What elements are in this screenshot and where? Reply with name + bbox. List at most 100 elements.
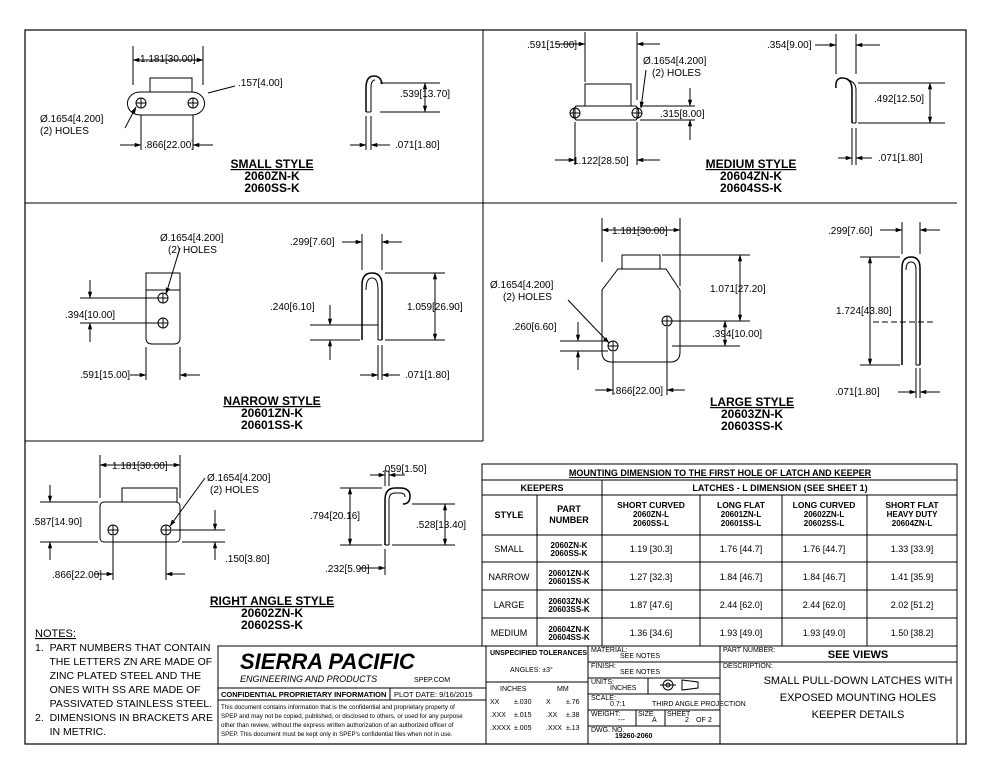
- large-dim-holes-v: .394[10.00]: [712, 329, 762, 340]
- large-dim-hook: .299[7.60]: [828, 226, 873, 237]
- small-dim-gauge: .071[1.80]: [395, 140, 440, 151]
- medium-pn-ss: 20604SS-K: [720, 181, 782, 195]
- notes-line: ZINC PLATED STEEL AND THE: [35, 670, 201, 682]
- large-dim-side: 1.724[43.80]: [836, 306, 892, 317]
- narrow-hole-dim: Ø.1654[4.200]: [160, 233, 224, 244]
- large-dim-holes-h: .866[22.00]: [613, 386, 663, 397]
- table-cell: 1.27 [32.3]: [630, 572, 673, 582]
- ra-dim-leg: .528[13.40]: [416, 520, 466, 531]
- tolerance-angles: ANGLES: ±3°: [510, 666, 553, 674]
- tolerance-inches: INCHES: [500, 686, 527, 693]
- company-name: SIERRA PACIFIC: [240, 649, 416, 674]
- table-cell: 1.36 [34.6]: [630, 628, 673, 638]
- material-value: SEE NOTES: [620, 653, 660, 660]
- small-hole-dim: Ø.1654[4.200]: [40, 114, 104, 125]
- mounting-table: [481, 463, 958, 647]
- table-cell: 1.76 [44.7]: [720, 544, 763, 554]
- sheet-label: SHEET: [667, 711, 691, 718]
- table-col-header: SHORT CURVED: [617, 500, 685, 510]
- table-cell: 2.44 [62.0]: [720, 600, 763, 610]
- narrow-pn-ss: 20601SS-K: [241, 418, 303, 432]
- notes-line: THE LETTERS ZN ARE MADE OF: [35, 656, 212, 668]
- table-col-header: 20601ZN-L: [721, 510, 762, 519]
- table-part-header: PART: [557, 504, 581, 514]
- large-hole-count: (2) HOLES: [503, 292, 552, 303]
- table-col-header: LONG CURVED: [793, 500, 856, 510]
- table-row-pn: 20603ZN-K: [548, 597, 590, 606]
- table-cell: 1.50 [38.2]: [891, 628, 934, 638]
- large-style-title: LARGE STYLE: [710, 395, 794, 409]
- legal-line: This document contains information that …: [221, 704, 455, 711]
- right-angle-style-view: [40, 455, 455, 580]
- legal-notice: This document contains information that …: [221, 704, 463, 738]
- table-cell: 2.02 [51.2]: [891, 600, 934, 610]
- tol-value: ±.005: [514, 725, 532, 732]
- table-row-pn: 2060SS-K: [551, 549, 588, 558]
- small-dim-height: .539[13.70]: [400, 89, 450, 100]
- medium-pn-zn: 20604ZN-K: [720, 169, 782, 183]
- table-row-pn: 20601SS-K: [548, 577, 590, 586]
- table-col-header: HEAVY DUTY: [887, 510, 938, 519]
- tol-format: X: [546, 699, 551, 706]
- units-value: INCHES: [610, 685, 637, 692]
- table-cell: 2.44 [62.0]: [803, 600, 846, 610]
- size-label: SIZE: [638, 711, 654, 718]
- tol-value: ±.38: [566, 712, 580, 719]
- notes-line: 2. DIMENSIONS IN BRACKETS ARE: [35, 712, 213, 724]
- large-dim-width: 1.181[30.00]: [612, 226, 668, 237]
- tol-value: ±.76: [566, 699, 580, 706]
- narrow-dim-gauge: .071[1.80]: [405, 370, 450, 381]
- table-col-header: 20602SS-L: [804, 519, 845, 528]
- tol-format: .XX: [546, 712, 558, 719]
- tol-format: XX: [490, 699, 500, 706]
- ra-style-title: RIGHT ANGLE STYLE: [210, 594, 334, 608]
- large-pn-zn: 20603ZN-K: [721, 407, 783, 421]
- narrow-dim-hook: .299[7.60]: [290, 237, 335, 248]
- part-number-value: SEE VIEWS: [828, 649, 889, 661]
- dwg-label: DWG. NO.: [591, 727, 624, 734]
- title-block: [217, 645, 958, 745]
- material-label: MATERIAL:: [591, 647, 627, 654]
- small-dim-thick: .157[4.00]: [238, 78, 283, 89]
- narrow-hole-count: (2) HOLES: [168, 245, 217, 256]
- large-dim-edge: .260[6.60]: [512, 322, 557, 333]
- finish-label: FINISH:: [591, 663, 616, 670]
- ra-hole-count: (2) HOLES: [210, 485, 259, 496]
- medium-dim-width: .591[15.00]: [527, 40, 577, 51]
- medium-dim-holes: 1.122[28.50]: [573, 156, 629, 167]
- table-cell: 1.93 [49.0]: [720, 628, 763, 638]
- table-col-header: 2060ZN-L: [633, 510, 669, 519]
- tol-value: ±.030: [514, 699, 532, 706]
- sheet-value: 2: [685, 717, 689, 724]
- ra-hole-dim: Ø.1654[4.200]: [207, 473, 271, 484]
- ra-dim-height: .587[14.90]: [32, 517, 82, 528]
- small-pn-zn: 2060ZN-K: [244, 169, 300, 183]
- table-cell: 1.41 [35.9]: [891, 572, 934, 582]
- of-label: OF: [696, 717, 706, 724]
- medium-style-title: MEDIUM STYLE: [706, 157, 797, 171]
- table-row-pn: 20601ZN-K: [548, 569, 590, 578]
- legal-line: SPEP. This document must be kept only in…: [221, 731, 453, 738]
- tol-value: ±.13: [566, 725, 580, 732]
- projection-label: THIRD ANGLE PROJECTION: [652, 701, 746, 708]
- large-dim-gauge: .071[1.80]: [835, 387, 880, 398]
- notes-line: PASSIVATED STAINLESS STEEL.: [35, 698, 212, 710]
- narrow-dim-holes: .394[10.00]: [65, 310, 115, 321]
- large-hole-dim: Ø.1654[4.200]: [490, 280, 554, 291]
- table-row-pn: 2060ZN-K: [551, 541, 588, 550]
- large-dim-height: 1.071[27.20]: [710, 284, 766, 295]
- description-label: DESCRIPTION:: [723, 663, 773, 670]
- ra-dim-edge: .150[3.80]: [225, 554, 270, 565]
- table-row-style: SMALL: [494, 544, 524, 554]
- company-website: SPEP.COM: [414, 677, 450, 684]
- ra-pn-ss: 20602SS-K: [241, 618, 303, 632]
- tol-format: .XXX: [490, 712, 506, 719]
- description-line: EXPOSED MOUNTING HOLES: [780, 692, 936, 704]
- table-row-style: LARGE: [494, 600, 525, 610]
- table-col-header: LONG FLAT: [717, 500, 766, 510]
- notes-line: 1. PART NUMBERS THAT CONTAIN: [35, 642, 210, 654]
